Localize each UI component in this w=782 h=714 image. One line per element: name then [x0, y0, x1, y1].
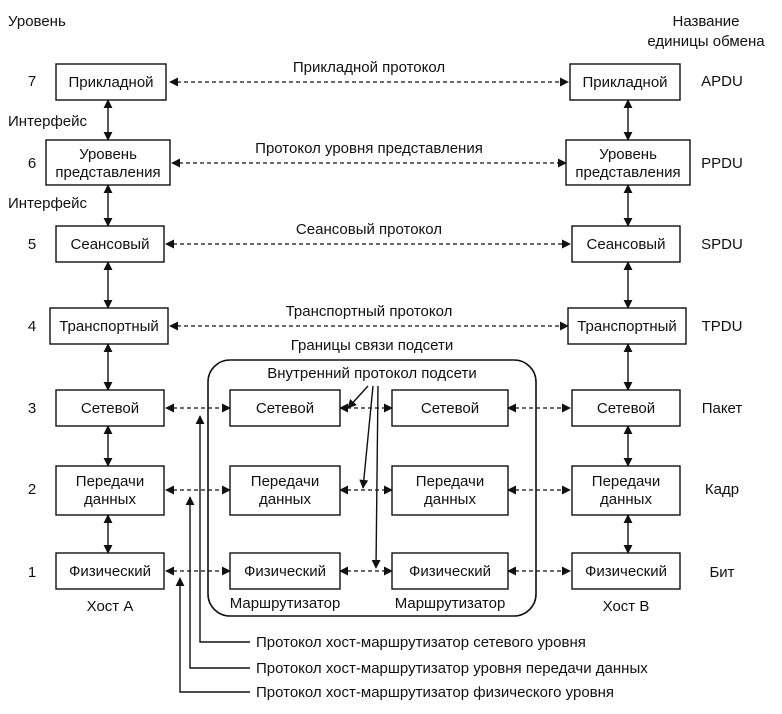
unit-name-1: Бит: [709, 564, 734, 581]
host-a-network-label: Сетевой: [81, 400, 139, 417]
host-a-transport-label: Транспортный: [59, 318, 159, 335]
unit-name-2: Кадр: [705, 481, 739, 498]
host-b-transport-box: [567, 307, 687, 345]
host-a-datalink-label-line2: данных: [84, 491, 136, 508]
internal-pointer-network: [347, 385, 369, 409]
level-number-6: 6: [28, 155, 36, 172]
level-number-7: 7: [28, 73, 36, 90]
host-b-network-label: Сетевой: [597, 400, 655, 417]
router-2-datalink-label-line2: данных: [424, 491, 476, 508]
router-2-datalink-label-line1: Передачи: [416, 473, 484, 490]
host-a-presentation-box: [45, 139, 171, 186]
router-1-physical-label: Физический: [244, 563, 326, 580]
internal-subnet-protocol-label: Внутренний протокол подсети: [267, 365, 477, 382]
host-a-presentation-label-line2: представления: [55, 164, 160, 181]
host-b-datalink-label-line1: Передачи: [592, 473, 660, 490]
host-b-datalink-label-line2: данных: [600, 491, 652, 508]
host-a-transport-box: [49, 307, 169, 345]
router-1-datalink-box: [229, 465, 341, 516]
unit-name-5: SPDU: [701, 236, 743, 253]
unit-name-6: PPDU: [701, 155, 743, 172]
host-b-application-label: Прикладной: [582, 74, 667, 91]
level-number-5: 5: [28, 236, 36, 253]
host-a-application-label: Прикладной: [68, 74, 153, 91]
host-b-network-box: [571, 389, 681, 427]
callout-leader-datalink: [185, 496, 250, 669]
host-b-presentation-label-line2: представления: [575, 164, 680, 181]
router-1-network-label: Сетевой: [256, 400, 314, 417]
level-number-3: 3: [28, 400, 36, 417]
protocol-label-6: Протокол уровня представления: [255, 140, 483, 157]
host-a-application-box: [55, 63, 167, 101]
host-a-session-box: [55, 225, 165, 263]
internal-pointer-physical: [371, 385, 381, 569]
interface-label-7-6: Интерфейс: [8, 113, 88, 130]
host-b-presentation-label-line1: Уровень: [599, 146, 657, 163]
host-b-session-box: [571, 225, 681, 263]
level-number-2: 2: [28, 481, 36, 498]
host-a-datalink-box: [55, 465, 165, 516]
unit-column-title-line1: Название: [672, 13, 739, 30]
router-2-physical-label: Физический: [409, 563, 491, 580]
protocol-label-4: Транспортный протокол: [286, 303, 453, 320]
host-a-session-label: Сеансовый: [71, 236, 150, 253]
router-1-datalink-label-line2: данных: [259, 491, 311, 508]
host-a-physical-label: Физический: [69, 563, 151, 580]
host-a-presentation-label-line1: Уровень: [79, 146, 137, 163]
unit-name-3: Пакет: [702, 400, 743, 417]
router-2-network-label: Сетевой: [421, 400, 479, 417]
host-b-transport-label: Транспортный: [577, 318, 677, 335]
host-b-physical-label: Физический: [585, 563, 667, 580]
host-b-presentation-box: [565, 139, 691, 186]
router-2-label: Маршрутизатор: [395, 595, 506, 612]
unit-column-title-line2: единицы обмена: [647, 33, 765, 50]
callout-physical-protocol: Протокол хост-маршрутизатор физического …: [256, 684, 614, 701]
protocol-label-7: Прикладной протокол: [293, 59, 445, 76]
level-number-1: 1: [28, 564, 36, 581]
level-column-title: Уровень: [8, 13, 66, 30]
router-2-network-box: [391, 389, 509, 427]
protocol-label-5: Сеансовый протокол: [296, 221, 442, 238]
unit-name-7: APDU: [701, 73, 743, 90]
router-1-label: Маршрутизатор: [230, 595, 341, 612]
callout-network-protocol: Протокол хост-маршрутизатор сетевого уро…: [256, 634, 586, 651]
level-number-4: 4: [28, 318, 36, 335]
router-2-physical-box: [391, 552, 509, 590]
host-b-session-label: Сеансовый: [587, 236, 666, 253]
router-1-network-box: [229, 389, 341, 427]
host-b-label: Хост В: [603, 598, 650, 615]
host-a-network-box: [55, 389, 165, 427]
interface-label-6-5: Интерфейс: [8, 195, 88, 212]
callout-datalink-protocol: Протокол хост-маршрутизатор уровня перед…: [256, 660, 648, 677]
host-b-application-box: [569, 63, 681, 101]
host-b-physical-box: [571, 552, 681, 590]
router-1-datalink-label-line1: Передачи: [251, 473, 319, 490]
host-a-physical-box: [55, 552, 165, 590]
router-2-datalink-box: [391, 465, 509, 516]
host-b-datalink-box: [571, 465, 681, 516]
callout-leader-network: [195, 415, 250, 643]
host-a-label: Хост А: [87, 598, 134, 615]
callout-leader-physical: [175, 577, 250, 693]
router-1-physical-box: [229, 552, 341, 590]
subnet-boundary-label: Границы связи подсети: [291, 337, 454, 354]
unit-name-4: TPDU: [702, 318, 743, 335]
host-a-datalink-label-line1: Передачи: [76, 473, 144, 490]
internal-pointer-datalink: [359, 385, 374, 489]
